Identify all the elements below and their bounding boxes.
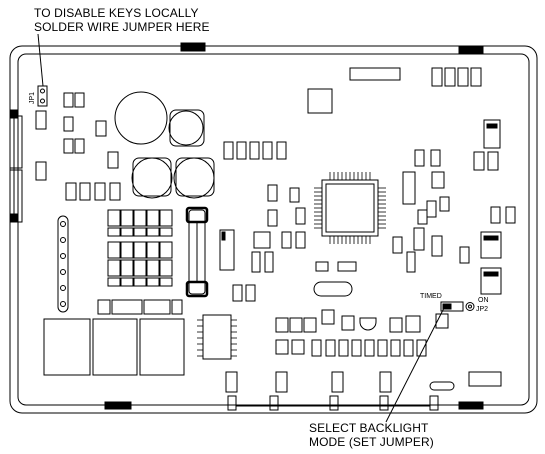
soic-chip bbox=[202, 314, 232, 360]
disable-keys-line-1: TO DISABLE KEYS LOCALLY bbox=[34, 6, 199, 20]
large-capacitor bbox=[114, 91, 168, 145]
on-label: ON bbox=[478, 297, 489, 304]
relay bbox=[43, 318, 91, 376]
disable-keys-callout: TO DISABLE KEYS LOCALLY SOLDER WIRE JUMP… bbox=[34, 6, 210, 34]
jp2-leader-line bbox=[385, 307, 445, 423]
board-outline-outer bbox=[9, 45, 538, 414]
backlight-line-2: MODE (SET JUMPER) bbox=[309, 435, 434, 449]
backlight-line-1: SELECT BACKLIGHT bbox=[309, 421, 429, 435]
board-outline-inner bbox=[17, 53, 530, 406]
backlight-callout: SELECT BACKLIGHT MODE (SET JUMPER) bbox=[309, 421, 434, 449]
disable-keys-line-2: SOLDER WIRE JUMPER HERE bbox=[34, 20, 210, 34]
chip-grid bbox=[107, 209, 173, 287]
jp2-jumper bbox=[440, 301, 464, 312]
timed-label: TIMED bbox=[420, 293, 442, 300]
jp2-label: JP2 bbox=[476, 306, 488, 313]
jp1-leader-line bbox=[37, 33, 44, 87]
main-processor-chip bbox=[314, 172, 386, 244]
crystal bbox=[313, 281, 353, 297]
fuse bbox=[188, 209, 206, 295]
jp1-label: JP1 bbox=[29, 92, 36, 104]
